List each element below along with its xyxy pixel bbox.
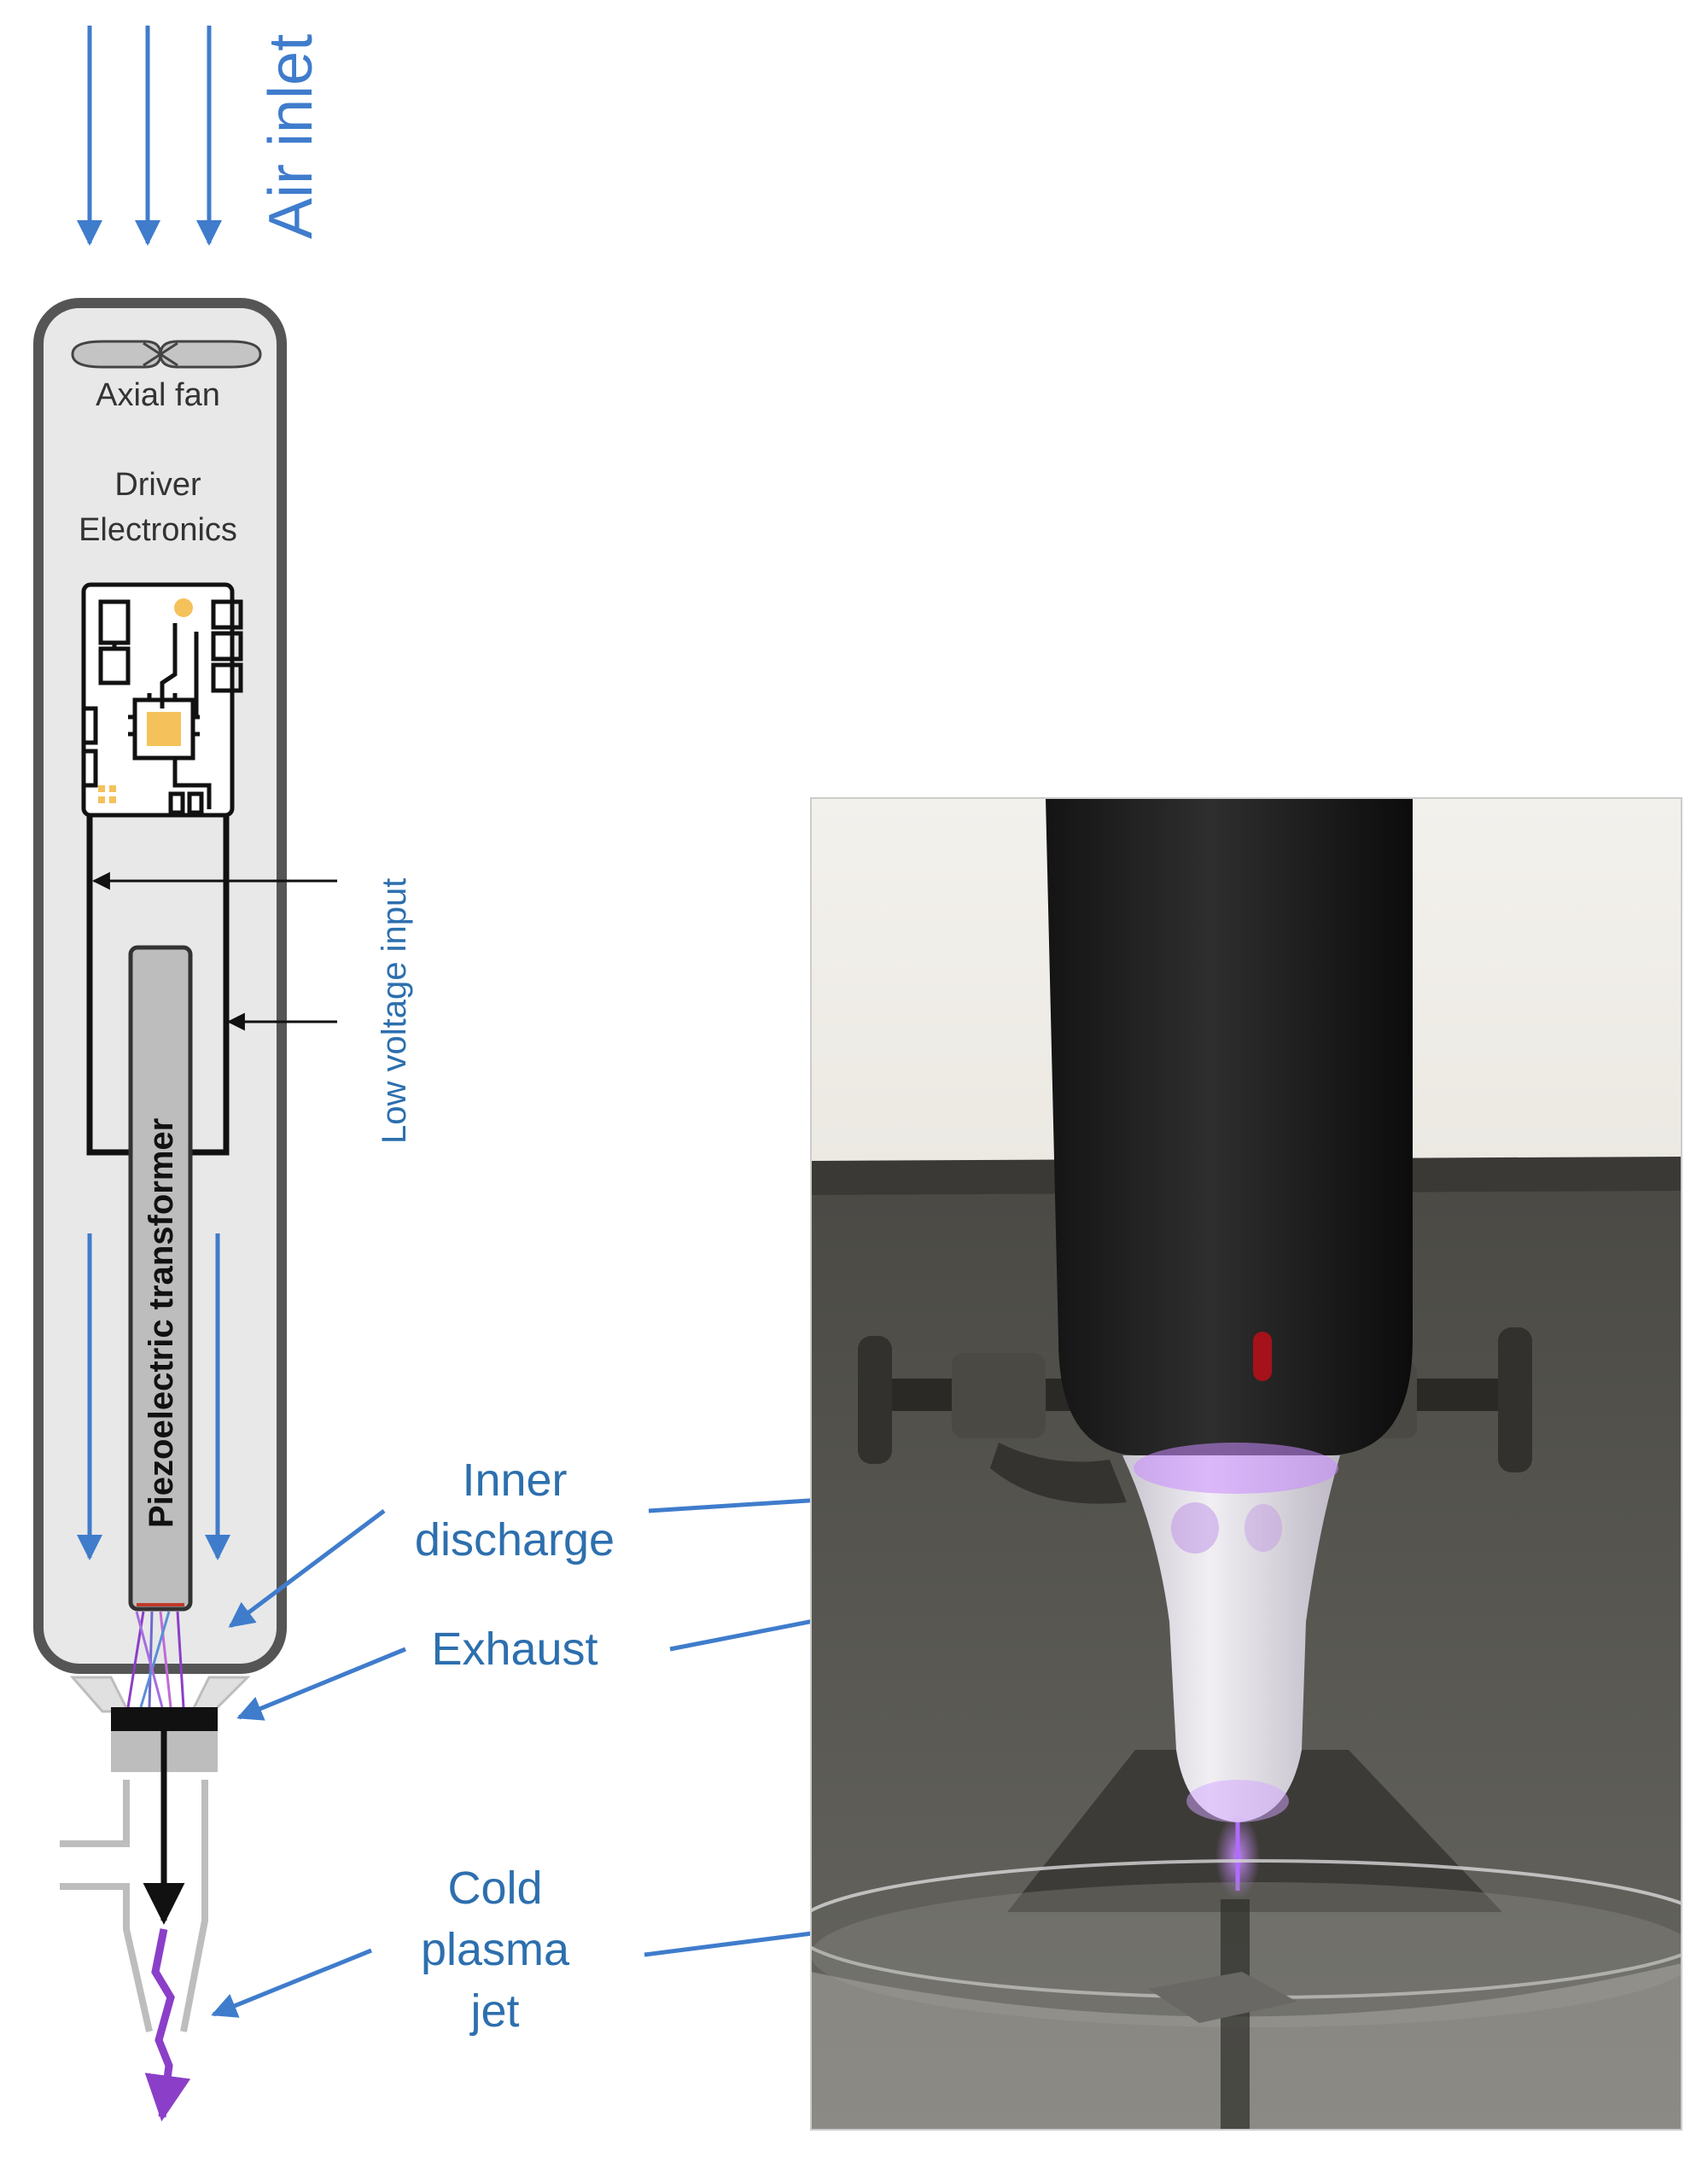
plasma-device-photo xyxy=(810,797,1682,2131)
inner-discharge-label-line2: discharge xyxy=(415,1514,615,1565)
callouts: Inner discharge Exhaust Cold plasma jet xyxy=(211,1455,1116,2037)
low-voltage-input-label: Low voltage input xyxy=(376,878,413,1144)
nozzle-tube xyxy=(60,1780,208,2032)
cold-plasma-jet xyxy=(144,1928,191,2122)
axial-fan-icon xyxy=(71,340,262,369)
cold-plasma-label-line3: jet xyxy=(469,1985,519,2037)
cold-plasma-arrow-left xyxy=(211,1948,372,2018)
piezo-transformer-label: Piezoelectric transformer xyxy=(143,1118,180,1528)
inner-discharge-label-line1: Inner xyxy=(462,1455,567,1506)
inner-discharge-arrow-left xyxy=(228,1509,386,1628)
driver-label-line2: Electronics xyxy=(79,512,237,548)
exhaust-funnel-right xyxy=(189,1676,251,1713)
electrode-plate xyxy=(111,1707,218,1731)
piezo-transformer-bar xyxy=(128,945,193,1612)
driver-pcb-icon xyxy=(81,582,243,818)
cold-plasma-label-line1: Cold xyxy=(447,1863,542,1914)
axial-fan-label: Axial fan xyxy=(96,377,220,413)
air-inlet-label: Air inlet xyxy=(257,34,325,239)
exhaust-label: Exhaust xyxy=(431,1624,598,1675)
inner-discharge-rays xyxy=(126,1611,185,1708)
driver-label-line1: Driver xyxy=(114,467,201,503)
exhaust-arrow-left xyxy=(236,1647,406,1721)
air-inlet-arrows xyxy=(77,26,222,246)
exhaust-funnel xyxy=(69,1676,131,1713)
cold-plasma-label-line2: plasma xyxy=(421,1924,570,1975)
schematic: Air inlet Axial fan Driver Electronics xyxy=(33,26,413,2122)
